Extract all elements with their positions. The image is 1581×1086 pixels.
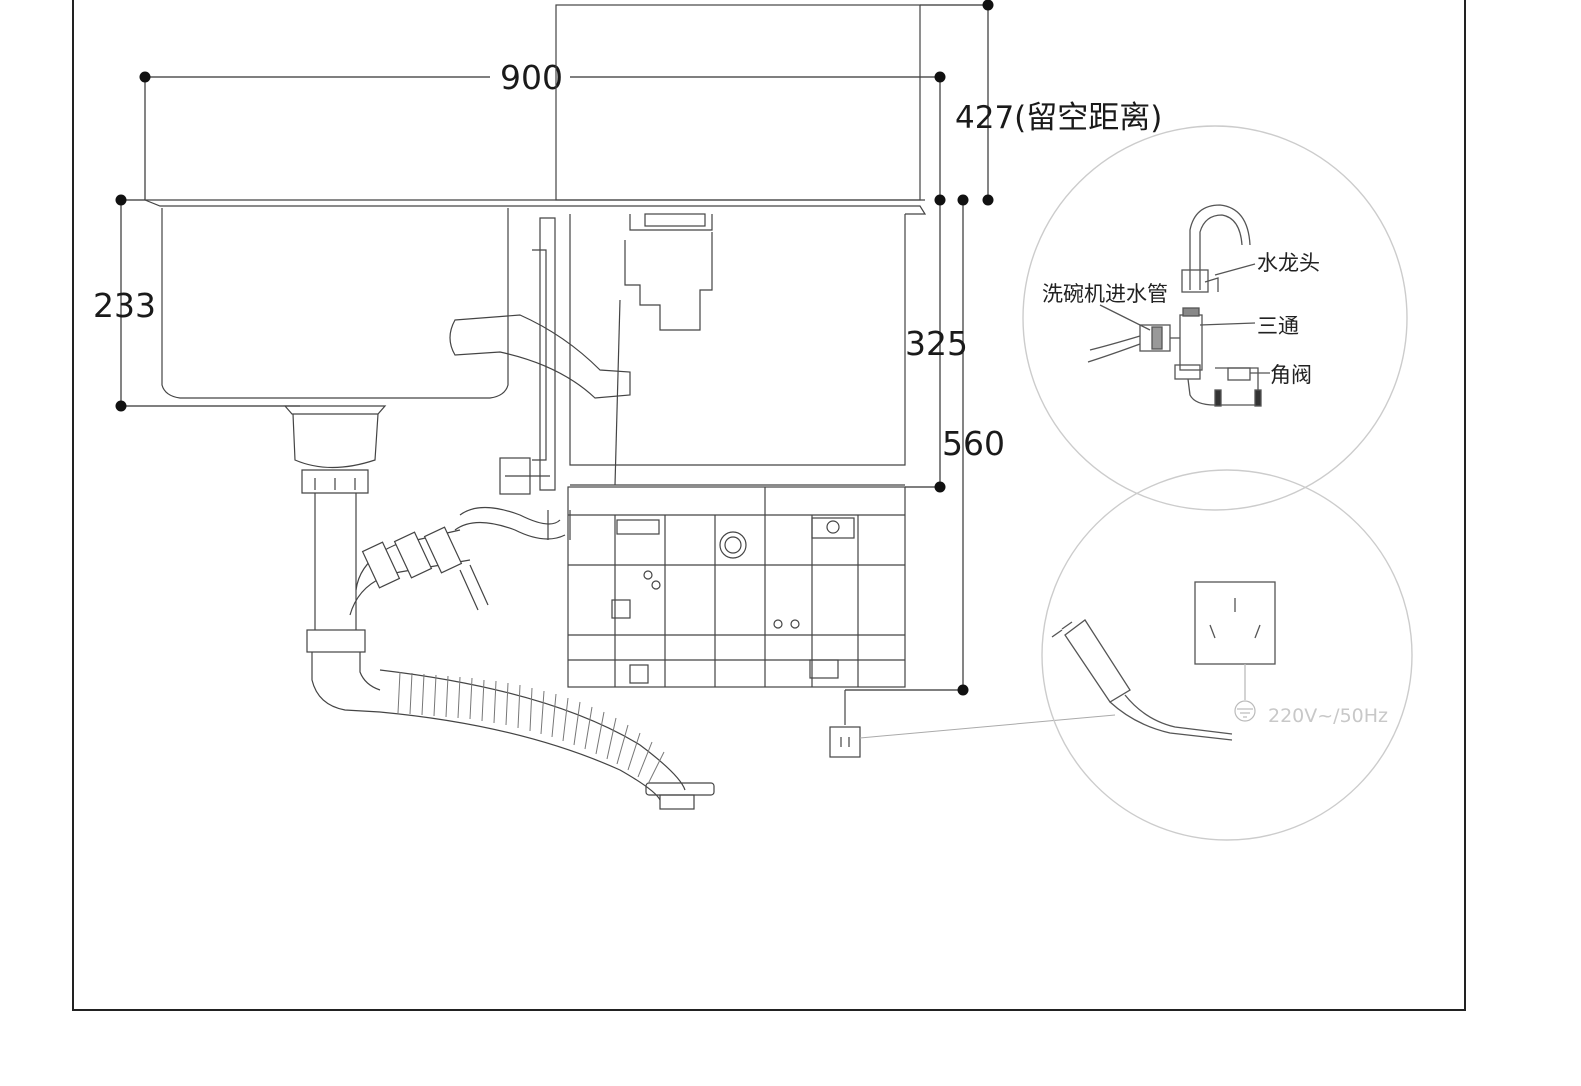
power-rating-label: 220V~/50Hz	[1268, 705, 1388, 727]
socket-leader-line	[859, 714, 1116, 739]
total-height-dimension-label: 560	[942, 424, 1005, 463]
width-dimension-label: 900	[500, 58, 563, 97]
inlet-hose	[454, 506, 571, 540]
ground-icon	[1234, 700, 1256, 722]
faucet-label: 水龙头	[1257, 251, 1320, 275]
cabinet-height-dimension-label: 325	[905, 324, 968, 363]
countertop-and-sink	[144, 4, 927, 810]
angle-valve-label: 角阀	[1270, 363, 1312, 387]
tee-label: 三通	[1257, 314, 1299, 338]
dimension-points	[115, 0, 994, 696]
clearance-dimension-label: 427(留空距离)	[955, 100, 1162, 136]
water-connection-detail: 水龙头 洗碗机进水管 三通 角阀	[1022, 125, 1408, 511]
inlet-pipe-label: 洗碗机进水管	[1042, 282, 1168, 306]
dishwasher-body	[449, 213, 906, 758]
hose-ribs	[397, 671, 665, 785]
drain-fittings	[361, 457, 550, 611]
power-connection-detail: 220V~/50Hz	[1041, 469, 1413, 841]
dimension-lines	[120, 4, 989, 691]
sink-depth-dimension-label: 233	[93, 286, 156, 325]
drawing-frame	[72, 0, 1466, 1011]
